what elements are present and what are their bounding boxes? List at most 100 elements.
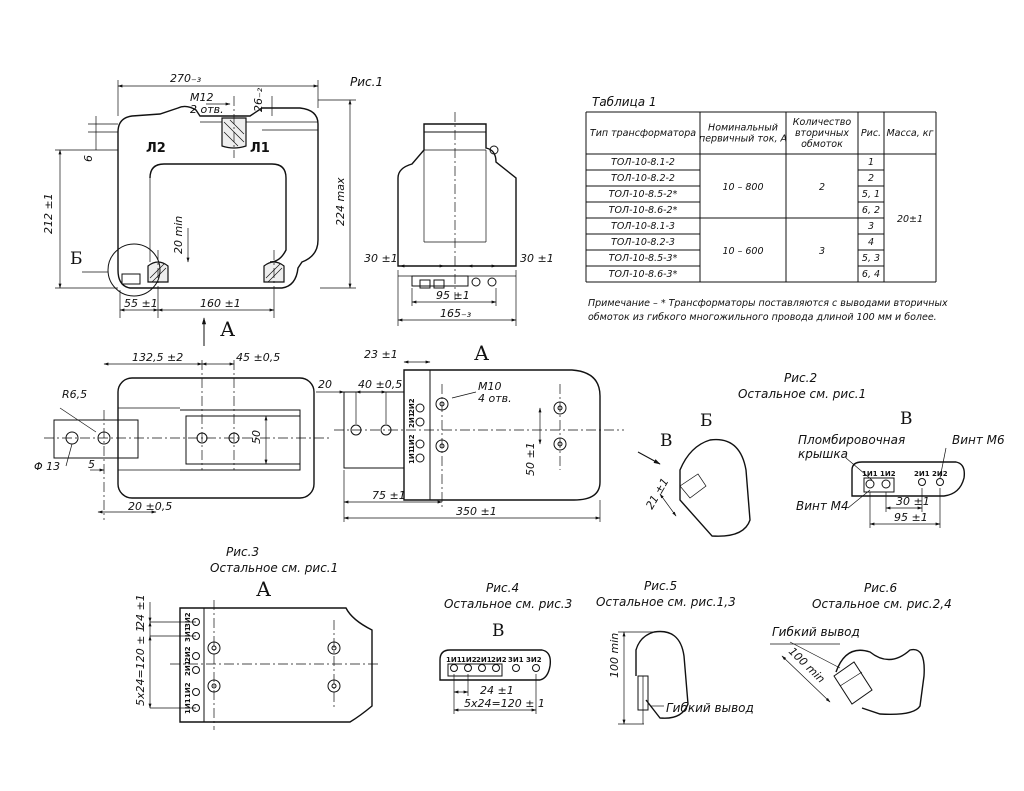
a-dim-40: 40 ±0,5 (358, 378, 402, 391)
fig4-term-3i2: 3И2 (526, 656, 542, 664)
side-dim-165: 165₋₃ (440, 307, 472, 320)
dim-2otv: 2 отв. (190, 103, 224, 116)
dim-160: 160 ±1 (200, 297, 241, 310)
fig6-title: Рис.6 (864, 581, 897, 595)
top-dim-45: 45 ±0,5 (236, 351, 280, 364)
fig2-label-v: В (660, 431, 673, 451)
dim-212: 212 ±1 (42, 193, 55, 234)
note-line2: обмоток из гибкого многожильного провода… (588, 312, 937, 323)
table-header-1: Номинальный (708, 123, 778, 134)
label-l1: Л1 (250, 141, 270, 156)
fig2-subtitle: Остальное см. рис.1 (738, 387, 866, 401)
fig3-subtitle: Остальное см. рис.1 (210, 561, 338, 575)
fig6-subtitle: Остальное см. рис.2,4 (812, 597, 952, 611)
table-header-2: вторичных (795, 128, 849, 139)
fig3-term-2i1: 2И1 (184, 660, 192, 676)
table-cell-fig: 6, 2 (862, 205, 880, 216)
fig2-dim-95: 95 ±1 (894, 511, 928, 524)
a-term-2i1: 2И1 (408, 412, 416, 428)
table-cell-mass: 20±1 (897, 214, 923, 225)
fig2-screw-m4: Винт М4 (796, 499, 849, 513)
fig6-lead: Гибкий вывод (772, 625, 860, 639)
table-cell-windings: 3 (819, 246, 825, 257)
a-dim-m10: М10 (478, 380, 502, 393)
table-cell-type: ТОЛ-10-8.2-2 (611, 173, 675, 184)
fig4-term-2i1: 2И1 (476, 656, 492, 664)
dim-6: 6 (82, 155, 95, 162)
table-header-2: обмоток (801, 139, 843, 150)
table-cell-fig: 5, 3 (862, 253, 880, 264)
fig1-title: Рис.1 (350, 75, 383, 89)
view-a-label: А (474, 341, 489, 365)
side-dim-95: 95 ±1 (436, 289, 470, 302)
a-dim-23: 23 ±1 (364, 348, 398, 361)
fig3-dim-24: 24 ±1 (134, 594, 147, 628)
top-dim-1325: 132,5 ±2 (132, 351, 183, 364)
table-cell-type: ТОЛ-10-8.5-2* (609, 189, 678, 200)
fig2-dim-30: 30 ±1 (896, 495, 930, 508)
fig3-title: Рис.3 (226, 545, 259, 559)
table-cell-fig: 2 (868, 173, 874, 184)
table-cell-fig: 6, 4 (862, 269, 880, 280)
fig2-term-2i2: 2И2 (932, 470, 948, 478)
side-dim-30b: 30 ±1 (520, 252, 554, 265)
table-cell-windings: 2 (819, 182, 825, 193)
table-header-3: Рис. (861, 128, 881, 139)
fig5-dim-100: 100 min (608, 633, 621, 678)
table-cell-type: ТОЛ-10-8.6-2* (609, 205, 678, 216)
table-cell-fig: 3 (868, 221, 874, 232)
fig2-dim-21: 21 ±1 (643, 476, 671, 512)
fig4-dim-5x24: 5х24=120 ± 1 (464, 697, 545, 710)
top-dim-50: 50 (250, 430, 263, 444)
fig2-label-b: Б (700, 411, 713, 431)
side-dim-30a: 30 ±1 (364, 252, 398, 265)
fig5-subtitle: Остальное см. рис.1,3 (596, 595, 736, 609)
a-dim-20: 20 (318, 378, 332, 391)
fig3-label-a: А (256, 577, 271, 601)
a-term-1i2: 1И2 (408, 434, 416, 450)
fig1-front-view: Рис.1 270₋₃ М12 2 отв. 26₋₂ 6 212 ±1 224… (42, 72, 383, 346)
table-header-2: Количество (793, 117, 852, 128)
fig4-dim-24: 24 ±1 (480, 684, 514, 697)
fig4-subtitle: Остальное см. рис.3 (444, 597, 572, 611)
fig3-term-2i2: 2И2 (184, 646, 192, 662)
a-dim-4otv: 4 отв. (478, 392, 512, 405)
table-cell-type: ТОЛ-10-8.5-3* (609, 253, 678, 264)
view-a: А 23 ±1 20 40 ±0,5 М10 4 отв. 50 ±1 75 ±… (316, 341, 624, 522)
a-dim-75: 75 ±1 (372, 489, 406, 502)
table-cell-type: ТОЛ-10-8.1-2 (611, 157, 675, 168)
top-dim-r65: R6,5 (62, 388, 87, 401)
fig3-term-1i1: 1И1 (184, 698, 192, 714)
table-cell-current: 10 – 600 (722, 246, 763, 257)
fig3-dim-5x24: 5х24=120 ± 1 (134, 625, 147, 706)
dim-270: 270₋₃ (170, 72, 202, 85)
fig5: Рис.5 Остальное см. рис.1,3 100 min Гибк… (596, 579, 754, 725)
label-l2: Л2 (146, 141, 166, 156)
table-cell-fig: 4 (868, 237, 874, 248)
fig4-term-3i1: 3И1 (508, 656, 524, 664)
dim-55: 55 ±1 (124, 297, 158, 310)
dim-26: 26₋₂ (252, 87, 265, 112)
dim-20min: 20 min (172, 216, 185, 254)
fig2-term-1i1: 1И1 (862, 470, 878, 478)
fig4-term-1i1: 1И1 (446, 656, 462, 664)
dim-m12: М12 (190, 91, 214, 104)
table-cell-current: 10 – 800 (722, 182, 763, 193)
fig1-side-view: 30 ±1 30 ±1 95 ±1 165₋₃ (364, 112, 554, 326)
a-dim-350: 350 ±1 (456, 505, 497, 518)
label-b: Б (70, 249, 83, 269)
fig4-label-v: В (492, 621, 505, 641)
fig2-term-2i1: 2И1 (914, 470, 930, 478)
fig4: Рис.4 Остальное см. рис.3 В 24 ±1 5х24=1… (439, 581, 572, 714)
top-dim-20: 20 ±0,5 (128, 500, 172, 513)
fig5-lead: Гибкий вывод (666, 701, 754, 715)
fig2-screw-m6: Винт М6 (952, 433, 1005, 447)
a-term-2i2: 2И2 (408, 398, 416, 414)
fig3-term-3i2: 3И2 (184, 612, 192, 628)
fig2-seal-1: Пломбировочная (798, 433, 905, 447)
a-dim-50: 50 ±1 (524, 442, 537, 476)
